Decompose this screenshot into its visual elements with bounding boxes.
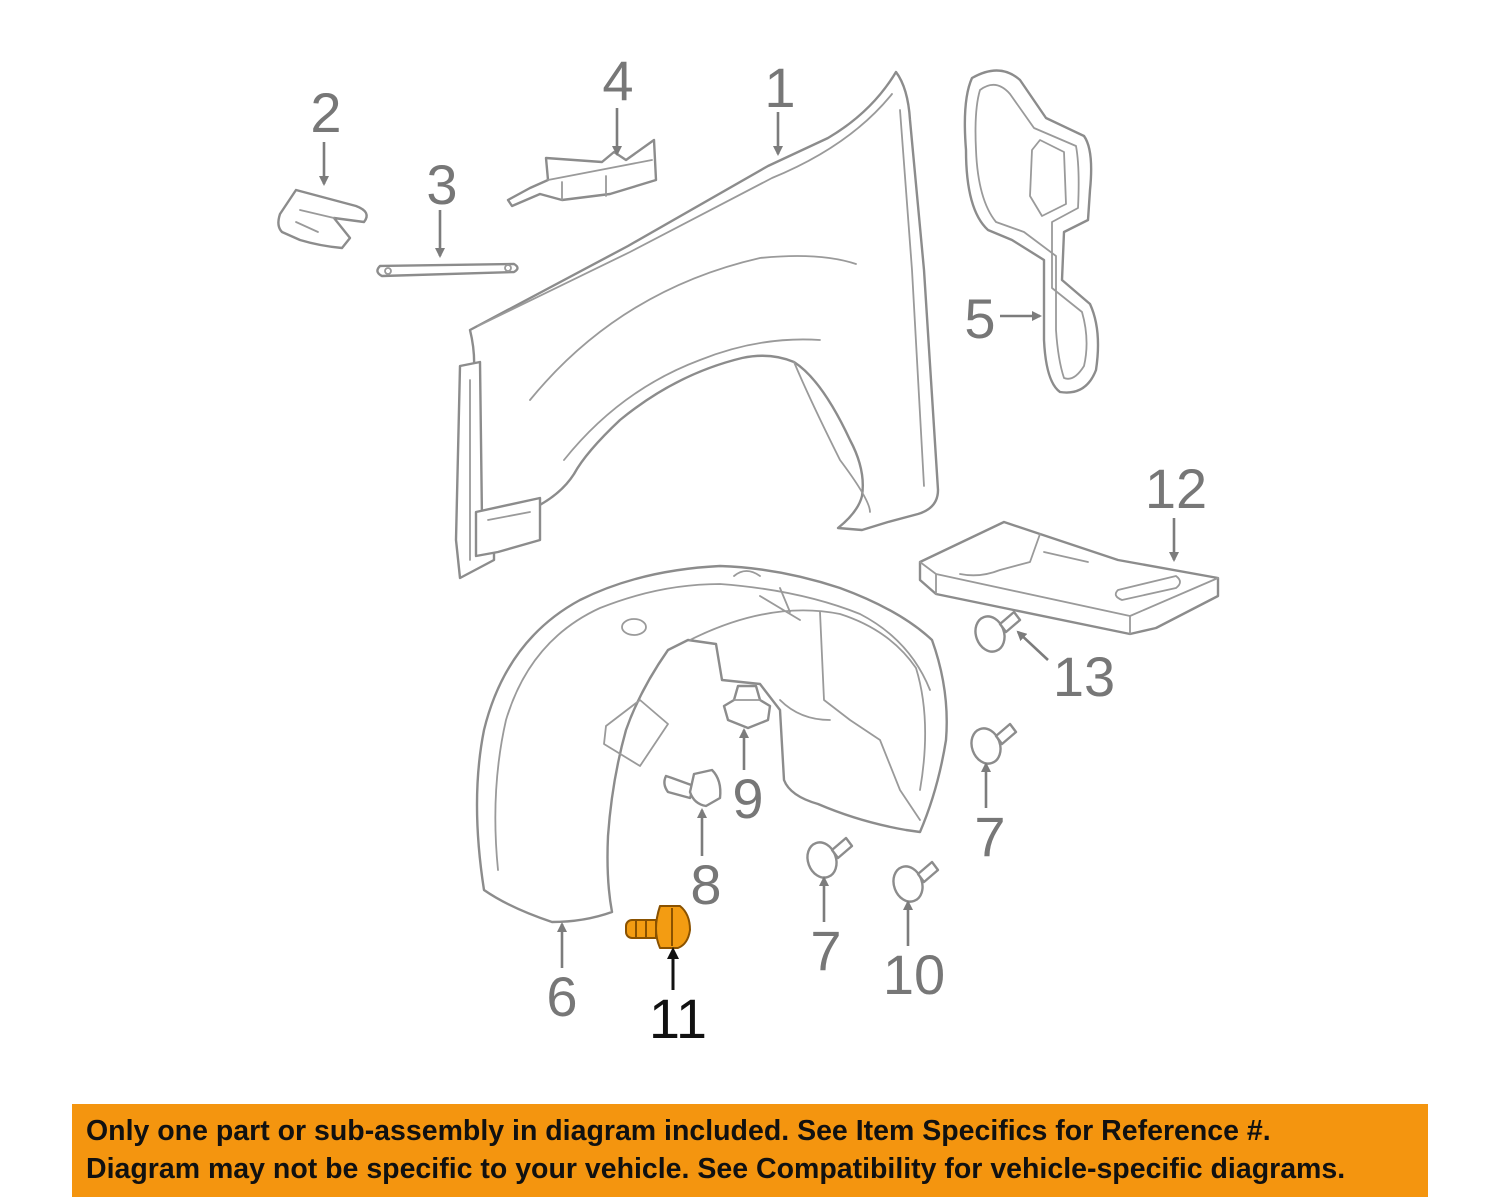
callout-6: 6 <box>546 965 577 1028</box>
part-7-push-pin-right[interactable] <box>967 722 1018 768</box>
notice-banner: Only one part or sub-assembly in diagram… <box>72 1104 1428 1197</box>
part-5-insulator[interactable] <box>963 69 1100 394</box>
part-12-shield[interactable] <box>918 520 1220 636</box>
part-13-push-pin[interactable] <box>971 610 1022 656</box>
callout-4: 4 <box>602 49 633 112</box>
part-10-push-pin[interactable] <box>889 860 940 906</box>
callout-3: 3 <box>426 153 457 216</box>
part-11-bolt-highlighted[interactable] <box>625 905 691 949</box>
callout-labels: 1 2 3 4 5 6 7 7 8 9 10 11 12 13 <box>310 49 1207 1050</box>
part-8-bolt[interactable] <box>663 768 722 808</box>
part-9-fastener[interactable] <box>722 684 772 730</box>
callout-8: 8 <box>690 853 721 916</box>
part-2-clip[interactable] <box>277 188 368 250</box>
callout-7-right: 7 <box>974 805 1005 868</box>
leader-lines <box>319 108 1179 990</box>
callout-13: 13 <box>1053 645 1115 708</box>
notice-line-2: Diagram may not be specific to your vehi… <box>86 1153 1346 1185</box>
callout-10: 10 <box>883 943 945 1006</box>
callout-12: 12 <box>1145 457 1207 520</box>
part-3-strip[interactable] <box>376 262 519 278</box>
part-7-push-pin-lower[interactable] <box>803 836 854 882</box>
part-6-liner[interactable] <box>475 564 948 924</box>
part-1-fender[interactable] <box>454 70 940 580</box>
notice-line-1: Only one part or sub-assembly in diagram… <box>86 1115 1271 1147</box>
callout-7-lower: 7 <box>810 919 841 982</box>
callout-1: 1 <box>764 56 795 119</box>
callout-2: 2 <box>310 81 341 144</box>
callout-5: 5 <box>964 287 995 350</box>
part-4-bracket[interactable] <box>506 138 658 208</box>
callout-9: 9 <box>732 767 763 830</box>
callout-11: 11 <box>649 987 707 1050</box>
